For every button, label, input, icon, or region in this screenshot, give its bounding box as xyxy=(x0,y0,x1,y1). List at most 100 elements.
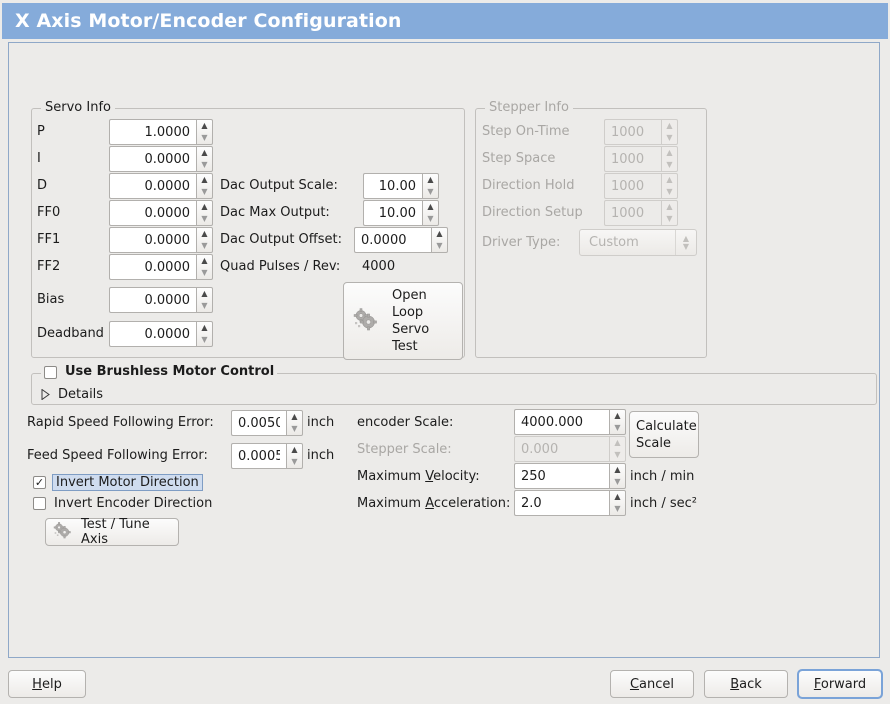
feed-following-error-spin[interactable]: ▲▼ xyxy=(231,443,303,469)
spin-down-icon[interactable]: ▼ xyxy=(201,187,208,196)
maximum-acceleration-spin-buttons[interactable]: ▲▼ xyxy=(609,490,626,516)
servo-input-ff1[interactable] xyxy=(109,227,196,253)
spin-down-icon[interactable]: ▼ xyxy=(291,424,298,433)
dac-output-scale-label: Dac Output Scale: xyxy=(220,178,338,193)
maximum-velocity-spin-buttons[interactable]: ▲▼ xyxy=(609,463,626,489)
spin-up-icon[interactable]: ▲ xyxy=(614,465,621,474)
invert-encoder-direction-checkbox[interactable] xyxy=(33,497,46,510)
servo-spin-buttons-bias[interactable]: ▲▼ xyxy=(196,287,213,313)
open-loop-servo-test-button[interactable]: Open Loop Servo Test xyxy=(343,282,463,360)
rapid-following-error-spin[interactable]: ▲▼ xyxy=(231,410,303,436)
spin-down-icon[interactable]: ▼ xyxy=(614,504,621,513)
servo-spin-buttons-i[interactable]: ▲▼ xyxy=(196,146,213,172)
servo-spin-buttons-p[interactable]: ▲▼ xyxy=(196,119,213,145)
dac-output-offset-input[interactable] xyxy=(354,227,431,253)
servo-spin-d[interactable]: ▲▼ xyxy=(109,173,213,199)
calculate-scale-button[interactable]: Calculate Scale xyxy=(629,411,699,458)
spin-up-icon[interactable]: ▲ xyxy=(614,411,621,420)
spin-up-icon[interactable]: ▲ xyxy=(201,202,208,211)
servo-spin-buttons-ff1[interactable]: ▲▼ xyxy=(196,227,213,253)
spin-up-icon[interactable]: ▲ xyxy=(201,121,208,130)
dac-output-offset-spin[interactable]: ▲▼ xyxy=(354,227,448,253)
servo-spin-buttons-deadband[interactable]: ▲▼ xyxy=(196,321,213,347)
use-brushless-checkbox[interactable] xyxy=(44,365,57,379)
servo-spin-ff1[interactable]: ▲▼ xyxy=(109,227,213,253)
servo-input-ff2[interactable] xyxy=(109,254,196,280)
spin-down-icon[interactable]: ▼ xyxy=(614,477,621,486)
spin-down-icon[interactable]: ▼ xyxy=(201,133,208,142)
servo-spin-buttons-d[interactable]: ▲▼ xyxy=(196,173,213,199)
servo-input-p[interactable] xyxy=(109,119,196,145)
servo-input-ff0[interactable] xyxy=(109,200,196,226)
servo-spin-ff0[interactable]: ▲▼ xyxy=(109,200,213,226)
spin-down-icon[interactable]: ▼ xyxy=(201,335,208,344)
invert-motor-direction-row[interactable]: ✓ Invert Motor Direction xyxy=(33,474,203,491)
back-button[interactable]: Back xyxy=(704,670,788,698)
rapid-spin-buttons[interactable]: ▲▼ xyxy=(286,410,303,436)
details-expander[interactable]: Details xyxy=(39,387,103,402)
spin-up-icon[interactable]: ▲ xyxy=(291,412,298,421)
rapid-following-error-input[interactable] xyxy=(231,410,286,436)
spin-up-icon[interactable]: ▲ xyxy=(614,492,621,501)
servo-input-bias[interactable] xyxy=(109,287,196,313)
encoder-scale-spin[interactable]: ▲▼ xyxy=(514,409,626,435)
spin-down-icon[interactable]: ▼ xyxy=(427,214,434,223)
dac-output-scale-spin[interactable]: ▲▼ xyxy=(363,173,439,199)
dac-max-output-spin-buttons[interactable]: ▲▼ xyxy=(422,200,439,226)
spin-up-icon[interactable]: ▲ xyxy=(427,202,434,211)
spin-up-icon[interactable]: ▲ xyxy=(436,229,443,238)
spin-down-icon[interactable]: ▼ xyxy=(201,241,208,250)
spin-down-icon[interactable]: ▼ xyxy=(436,241,443,250)
help-button[interactable]: Help xyxy=(8,670,86,698)
forward-button[interactable]: Forward xyxy=(797,669,883,699)
feed-following-error-input[interactable] xyxy=(231,443,286,469)
servo-spin-p[interactable]: ▲▼ xyxy=(109,119,213,145)
servo-spin-deadband[interactable]: ▲▼ xyxy=(109,321,213,347)
spin-up-icon[interactable]: ▲ xyxy=(201,229,208,238)
invert-motor-direction-checkbox[interactable]: ✓ xyxy=(33,476,46,489)
triangle-right-icon[interactable] xyxy=(39,389,51,401)
dac-output-scale-spin-buttons[interactable]: ▲▼ xyxy=(422,173,439,199)
spin-down-icon[interactable]: ▼ xyxy=(614,423,621,432)
spin-down-icon[interactable]: ▼ xyxy=(201,214,208,223)
maximum-acceleration-input[interactable] xyxy=(514,490,609,516)
calculate-scale-line-1: Calculate xyxy=(636,418,697,434)
dac-output-scale-input[interactable] xyxy=(363,173,422,199)
spin-up-icon[interactable]: ▲ xyxy=(201,289,208,298)
spin-up-icon[interactable]: ▲ xyxy=(201,148,208,157)
combo-separator xyxy=(675,230,676,255)
spin-up-icon[interactable]: ▲ xyxy=(427,175,434,184)
spin-down-icon[interactable]: ▼ xyxy=(427,187,434,196)
cancel-button[interactable]: Cancel xyxy=(610,670,694,698)
test-tune-axis-button[interactable]: Test / Tune Axis xyxy=(45,517,179,547)
use-brushless-checkbox-row[interactable]: Use Brushless Motor Control xyxy=(44,365,274,379)
spin-up-icon[interactable]: ▲ xyxy=(201,256,208,265)
spin-down-icon[interactable]: ▼ xyxy=(201,301,208,310)
maximum-acceleration-spin[interactable]: ▲▼ xyxy=(514,490,626,516)
servo-spin-buttons-ff2[interactable]: ▲▼ xyxy=(196,254,213,280)
spin-up-icon[interactable]: ▲ xyxy=(291,445,298,454)
dac-max-output-spin[interactable]: ▲▼ xyxy=(363,200,439,226)
invert-encoder-direction-row[interactable]: Invert Encoder Direction xyxy=(33,496,212,511)
maximum-velocity-input[interactable] xyxy=(514,463,609,489)
feed-spin-buttons[interactable]: ▲▼ xyxy=(286,443,303,469)
servo-spin-bias[interactable]: ▲▼ xyxy=(109,287,213,313)
servo-spin-ff2[interactable]: ▲▼ xyxy=(109,254,213,280)
back-button-label: Back xyxy=(730,676,762,692)
spin-down-icon[interactable]: ▼ xyxy=(201,268,208,277)
maximum-velocity-spin[interactable]: ▲▼ xyxy=(514,463,626,489)
servo-spin-buttons-ff0[interactable]: ▲▼ xyxy=(196,200,213,226)
dac-max-output-input[interactable] xyxy=(363,200,422,226)
spin-up-icon[interactable]: ▲ xyxy=(201,175,208,184)
servo-input-i[interactable] xyxy=(109,146,196,172)
spin-down-icon[interactable]: ▼ xyxy=(291,457,298,466)
servo-input-deadband[interactable] xyxy=(109,321,196,347)
servo-input-d[interactable] xyxy=(109,173,196,199)
encoder-scale-spin-buttons[interactable]: ▲▼ xyxy=(609,409,626,435)
encoder-scale-input[interactable] xyxy=(514,409,609,435)
direction-hold-input xyxy=(604,173,661,199)
spin-up-icon[interactable]: ▲ xyxy=(201,323,208,332)
servo-spin-i[interactable]: ▲▼ xyxy=(109,146,213,172)
dac-output-offset-spin-buttons[interactable]: ▲▼ xyxy=(431,227,448,253)
spin-down-icon[interactable]: ▼ xyxy=(201,160,208,169)
